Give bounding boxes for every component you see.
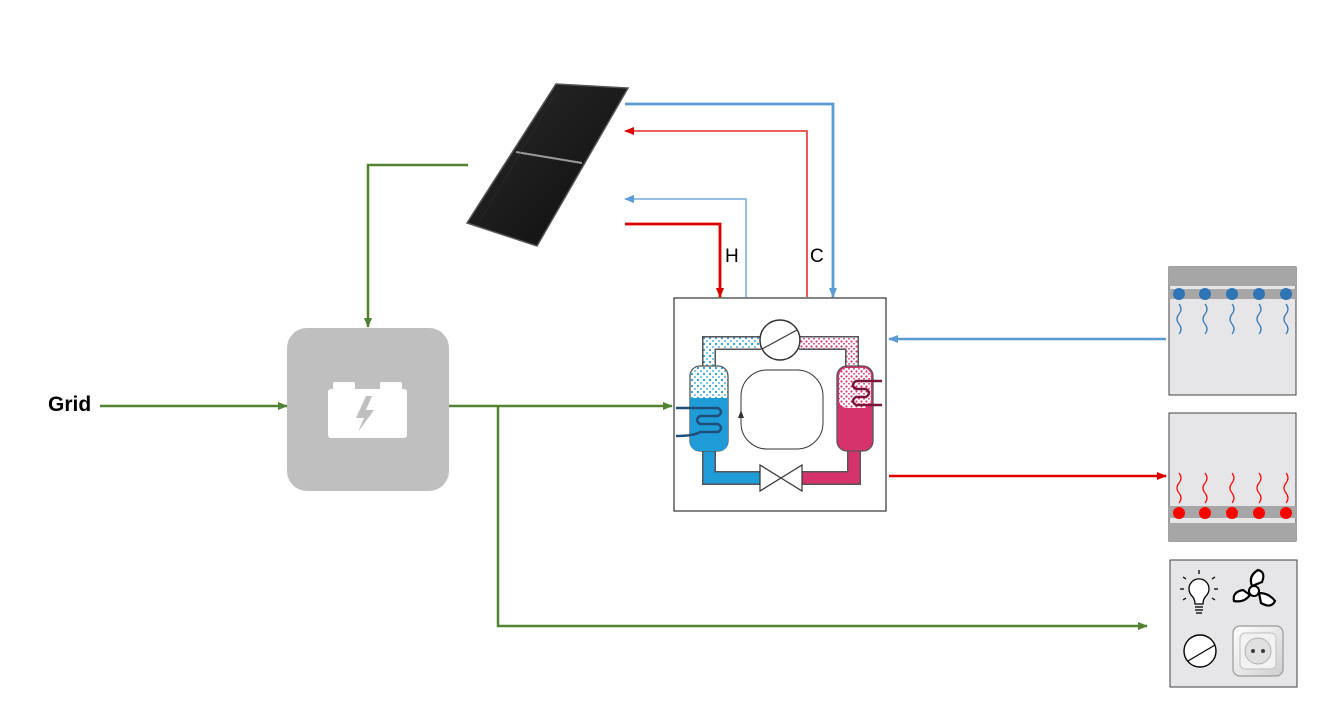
grid-label: Grid	[48, 393, 91, 416]
solar-panel-icon	[465, 83, 630, 247]
fan-icon	[1232, 568, 1277, 607]
electrical-loads-panel	[1169, 559, 1298, 688]
hot-label: H	[725, 246, 739, 267]
heat-pump-cycle-icon	[673, 297, 887, 512]
power-socket-icon	[1232, 625, 1284, 677]
battery-to-loads-arrow	[496, 406, 1148, 630]
cooling-ceiling-icon	[1168, 266, 1297, 396]
pv-to-battery-arrow	[364, 163, 468, 328]
pump-icon	[1183, 634, 1217, 668]
battery-icon	[287, 328, 449, 491]
power-lines	[100, 163, 1148, 630]
heating-floor-icon	[1168, 412, 1297, 542]
cold-supply-line	[625, 102, 837, 298]
pv-thermal-lines	[624, 102, 837, 298]
cold-label: C	[810, 246, 824, 267]
hot-supply-line	[625, 222, 724, 298]
lightbulb-icon	[1180, 570, 1218, 614]
hot-return-line	[624, 195, 747, 297]
cold-return-line	[624, 127, 808, 297]
